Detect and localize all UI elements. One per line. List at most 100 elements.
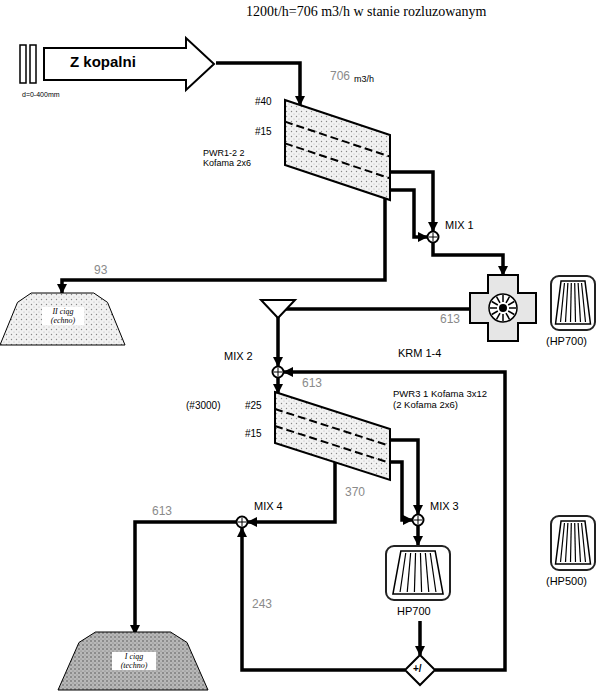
cone-ribs: [400, 553, 436, 592]
crusher-cone: [556, 281, 591, 324]
mix-cross: [414, 516, 422, 524]
screen: #25#15PWR3 1 Kofama 3x12 (2 Kofama 2x6): [275, 392, 390, 480]
rotor-hammers: [490, 295, 516, 321]
node-label: #25: [245, 400, 262, 412]
node-label: MIX 3: [430, 500, 459, 513]
node-label: MIX 2: [224, 350, 253, 363]
flow-line: [416, 526, 420, 545]
crusher-cone: [556, 521, 591, 564]
mix-circle: [428, 232, 439, 243]
mix-node: MIX 3: [412, 514, 424, 526]
node-label: #15: [245, 428, 262, 440]
node-label: PWR3 1 Kofama 3x12 (2 Kofama 2x6): [393, 389, 493, 411]
pile-outline: [0, 293, 125, 345]
flow-line: [390, 462, 412, 520]
node-label: (HP700): [546, 335, 587, 348]
flow-line: [390, 190, 427, 237]
crusher-housing: [386, 546, 450, 600]
flow-value: 613: [300, 377, 324, 391]
flow-value: 613: [438, 313, 462, 327]
crusher-cone: [393, 551, 443, 594]
node-label: MIX 1: [445, 219, 474, 232]
split-diamond: +/: [405, 655, 435, 685]
node-shape: [275, 392, 390, 480]
screen-outline: [275, 392, 390, 480]
screen-outline: [285, 100, 390, 200]
screen-deck: [275, 409, 390, 446]
flow-line: [242, 528, 405, 670]
node-shape: [272, 366, 284, 378]
source-bar: [30, 45, 36, 83]
node-label: MIX 4: [254, 500, 283, 513]
node-label: HP700: [397, 605, 431, 618]
flow-line: [278, 309, 470, 366]
flow-line: [390, 440, 418, 514]
mix-cross: [238, 518, 246, 526]
node-label: #15: [255, 126, 272, 138]
flow-value: 243: [250, 598, 274, 612]
cone-crusher: (HP500): [550, 515, 596, 571]
stockpile: II ciąg (echno): [0, 293, 125, 345]
stockpile: I ciąg (techno): [58, 632, 208, 690]
node-label: II ciąg (echno): [42, 307, 84, 325]
mix-circle: [413, 515, 424, 526]
annotation: m3/h: [354, 74, 374, 84]
crusher-housing: [551, 516, 595, 570]
crusher-body: [470, 275, 536, 341]
diamond-outline: [405, 655, 435, 685]
node-shape: [550, 515, 596, 571]
screen-deck: [275, 426, 390, 463]
crusher: KRM 1-4: [470, 275, 536, 341]
annotation: (#3000): [186, 400, 220, 412]
crusher-housing: [551, 276, 595, 330]
flow-line: [390, 172, 433, 231]
flow-line: [276, 378, 280, 393]
cone-ribs: [561, 523, 586, 562]
screen-deck: [285, 122, 390, 157]
node-label: +/: [413, 663, 422, 675]
node-shape: [236, 516, 248, 528]
source-bar: [20, 45, 26, 83]
cone-crusher: HP700: [385, 545, 451, 621]
node-shape: [285, 100, 390, 200]
splitter-triangle: [261, 300, 295, 318]
flow-line: [433, 243, 503, 275]
flow-line: [248, 462, 335, 522]
node-label: KRM 1-4: [398, 347, 441, 360]
flow-value: 370: [343, 486, 367, 500]
mix-circle: [237, 517, 248, 528]
flow-value: 613: [150, 505, 174, 519]
flow-line: [418, 621, 422, 655]
node-label: #40: [255, 96, 272, 108]
mix-node: MIX 1: [427, 231, 439, 243]
flow-line: [62, 198, 385, 293]
annotation: 706: [330, 70, 350, 84]
node-label: I ciąg (techno): [112, 652, 156, 670]
source-arrow: Z kopalni: [18, 38, 216, 90]
mix-node: MIX 4: [236, 516, 248, 528]
crusher-rotor: [489, 294, 517, 322]
mix-circle: [273, 367, 284, 378]
flow-line: [135, 522, 236, 634]
rotor-hub: [499, 304, 507, 312]
screen: #40#15PWR1-2 2 Kofama 2x6: [285, 100, 390, 200]
node-label: Z kopalni: [70, 53, 136, 70]
mix-node: MIX 2: [272, 366, 284, 378]
flow-value: 93: [92, 264, 109, 278]
mix-cross: [274, 368, 282, 376]
cone-crusher: (HP700): [550, 275, 596, 331]
screen-deck: [285, 143, 390, 178]
node-shape: [550, 275, 596, 331]
node-label: PWR1-2 2 Kofama 2x6: [203, 148, 277, 169]
diagram-title: 1200t/h=706 m3/h w stanie rozluzowanym: [246, 4, 486, 20]
mix-cross: [429, 233, 437, 241]
pile-outline: [58, 632, 208, 690]
node-shape: [412, 514, 424, 526]
cone-ribs: [561, 283, 586, 322]
annotation: d=0-400mm: [22, 91, 60, 99]
arrow-outline: [44, 38, 214, 90]
node-shape: [427, 231, 439, 243]
node-shape: [470, 275, 536, 341]
